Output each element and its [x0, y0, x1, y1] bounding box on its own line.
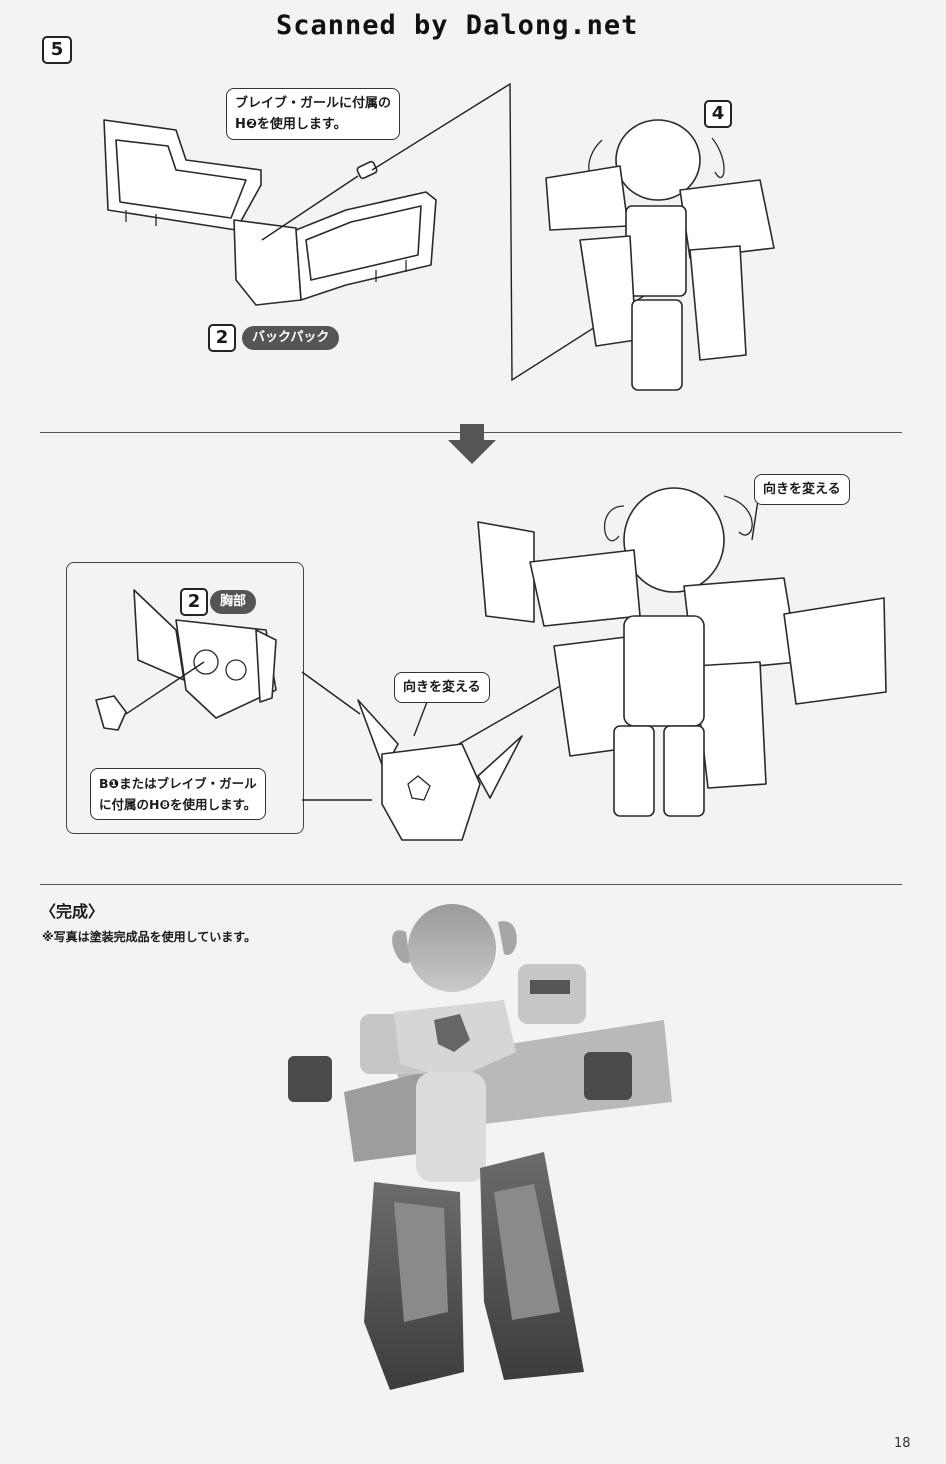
part-number-backpack: 2 [208, 324, 236, 352]
ref-step-number: 4 [704, 100, 732, 128]
note-line-1: B❶またはブレイブ・ガール [99, 776, 257, 791]
watermark-text: Scanned by Dalong.net [276, 10, 639, 41]
chest-part-illustration [357, 699, 523, 841]
inset-part-number: 2 [180, 588, 208, 616]
complete-photo-note: ※写真は塗装完成品を使用しています。 [42, 930, 257, 944]
section-divider-2 [40, 884, 902, 885]
page-number: 18 [894, 1436, 911, 1451]
callout-use-h2: ブレイブ・ガールに付属の H❷を使用します。 [226, 88, 401, 140]
completed-figure-photo [288, 904, 672, 1390]
note-use-b1-or-h8: B❶またはブレイブ・ガール に付属のH❽を使用します。 [90, 768, 266, 820]
callout-line-1: ブレイブ・ガールに付属の [235, 96, 392, 111]
callout-change-orientation-left: 向きを変える [394, 672, 490, 703]
step-number: 5 [42, 36, 72, 64]
callout-change-orientation-right: 向きを変える [754, 474, 850, 505]
peg-part-icon [356, 160, 378, 180]
top-arrow-lines [261, 82, 651, 382]
part-label-backpack: バックパック [242, 326, 340, 350]
figure-back-illustration [545, 119, 775, 391]
note-line-2: に付属のH❽を使用します。 [99, 797, 257, 812]
chest-part-open-illustration [95, 589, 277, 731]
backpack-part-illustration [103, 119, 437, 306]
chest-part-inset [66, 562, 304, 834]
callout-line-2: H❷を使用します。 [235, 117, 347, 132]
complete-title: 〈完成〉 [40, 902, 105, 921]
inset-part-label: 胸部 [210, 590, 257, 614]
figure-front-illustration [477, 487, 887, 817]
down-arrow-icon [448, 424, 496, 464]
